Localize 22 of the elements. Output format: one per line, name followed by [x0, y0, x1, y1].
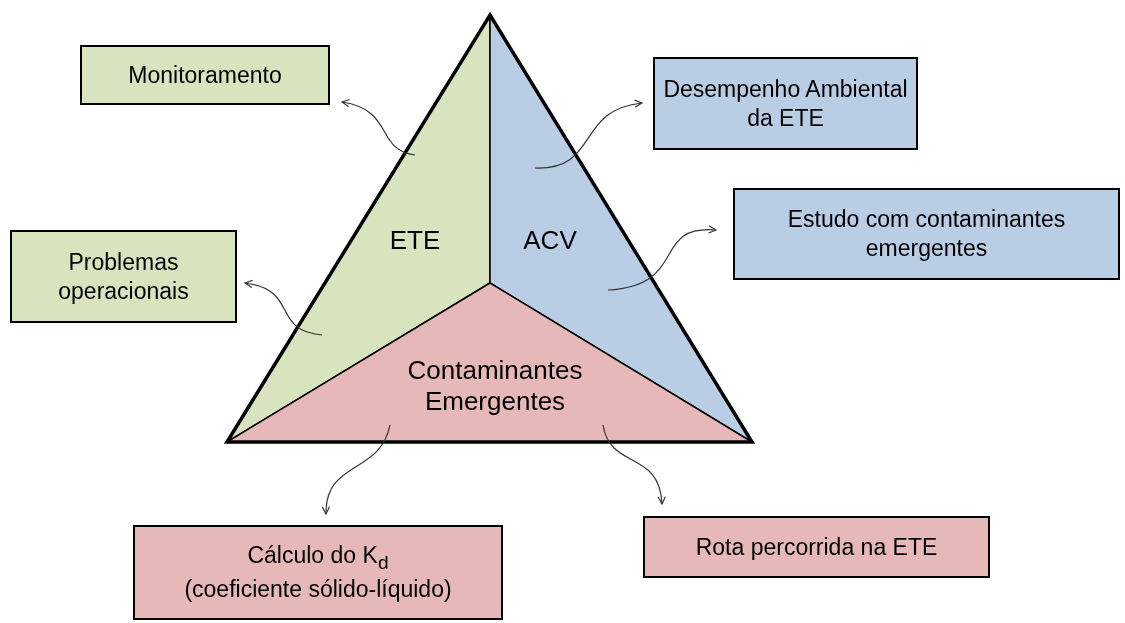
box-text: (coeficiente sólido-líquido)	[184, 574, 452, 604]
topic-box	[10, 230, 237, 323]
curved-arrow	[602, 424, 666, 505]
box-text: Estudo com contaminantes emergentes	[786, 205, 1067, 263]
box-text: Rota percorrida na ETE	[695, 532, 938, 562]
sector-label: ETE	[388, 225, 442, 257]
curved-arrow	[607, 225, 717, 291]
curved-arrow	[322, 424, 391, 515]
box-text: Desempenho Ambiental da ETE	[662, 74, 909, 133]
box-text: Monitoramento	[128, 60, 282, 90]
curved-arrow	[341, 99, 416, 156]
sector-label: ACV	[522, 225, 578, 257]
curved-arrow	[244, 280, 323, 336]
topic-box	[133, 525, 503, 620]
curved-arrow	[534, 100, 643, 169]
topic-box	[80, 45, 330, 105]
box-text: Cálculo do K$_{d}$	[247, 541, 389, 575]
sector-label: Contaminantes Emergentes	[406, 355, 584, 418]
topic-box	[653, 57, 918, 150]
topic-box	[733, 188, 1120, 280]
box-text: Problemas operacionais	[57, 247, 190, 306]
topic-box	[643, 516, 990, 578]
